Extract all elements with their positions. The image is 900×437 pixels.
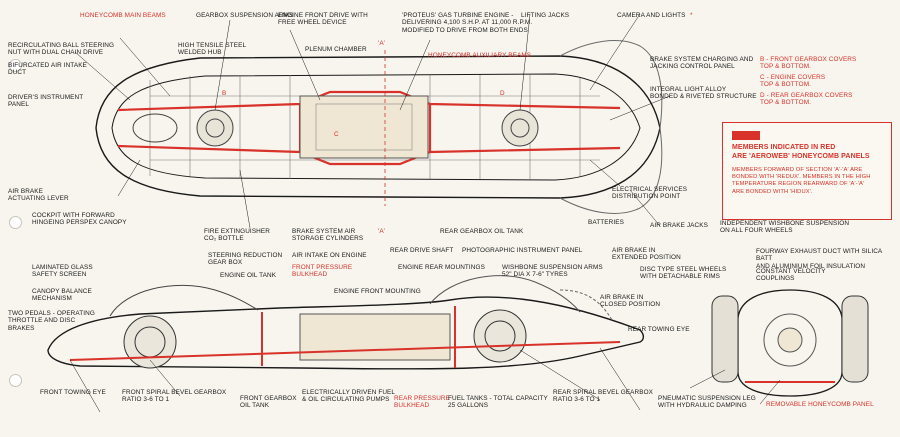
label-air-intake-engine: AIR INTAKE ON ENGINE [292, 252, 367, 259]
label-wishbone-arms: WISHBONE SUSPENSION ARMS 52" DIA x 7-6" … [502, 264, 603, 279]
end-view [711, 289, 869, 397]
label-pneumatic-suspension: PNEUMATIC SUSPENSION LEG WITH HYDRAULIC … [658, 395, 756, 410]
label-proteus-engine: 'PROTEUS' GAS TURBINE ENGINE - DELIVERIN… [402, 12, 533, 34]
label-integral-alloy: INTEGRAL LIGHT ALLOY BONDED & RIVETED ST… [650, 86, 757, 101]
label-rear-pressure-bulkhead: REAR PRESSURE BULKHEAD [394, 395, 450, 410]
label-c-engine: C [334, 131, 339, 138]
label-rear-spiral-gearbox: REAR SPIRAL BEVEL GEARBOX RATIO 3-6 TO 1 [553, 389, 654, 404]
label-air-brake-closed: AIR BRAKE IN CLOSED POSITION [600, 294, 661, 309]
label-steering-reduction: STEERING REDUCTION GEAR BOX [208, 252, 283, 267]
note-b: B - FRONT GEARBOX COVERS TOP & BOTTOM. [760, 56, 857, 71]
legend-box: MEMBERS INDICATED IN RED ARE 'AEROWEB' H… [722, 122, 892, 220]
label-canopy-balance: CANOPY BALANCE MECHANISM [32, 288, 92, 303]
binder-hole [9, 216, 22, 229]
label-honeycomb-main-beams: HONEYCOMB MAIN BEAMS [80, 12, 166, 19]
label-fuel-tanks: FUEL TANKS - TOTAL CAPACITY 25 GALLONS [448, 395, 548, 410]
label-engine-front-mounting: ENGINE FRONT MOUNTING [334, 288, 421, 295]
label-electrical-services: ELECTRICAL SERVICES DISTRIBUTION POINT [612, 186, 688, 201]
side-view [47, 275, 645, 370]
label-cockpit: COCKPIT WITH FORWARD HINGEING PERSPEX CA… [32, 212, 127, 227]
legend-body: MEMBERS FORWARD OF SECTION 'A'-'A' ARE B… [732, 167, 871, 195]
label-air-brake-lever: AIR BRAKE ACTUATING LEVER [8, 188, 69, 203]
plan-view [95, 40, 663, 214]
label-star: * [690, 12, 693, 19]
label-brake-air-cylinders: BRAKE SYSTEM AIR STORAGE CYLINDERS [292, 228, 364, 243]
label-air-brake-jacks: AIR BRAKE JACKS [650, 222, 708, 229]
label-high-tensile-hub: HIGH TENSILE STEEL WELDED HUB [178, 42, 247, 57]
label-recirculating-ball: RECIRCULATING BALL STEERING NUT WITH DUA… [8, 42, 115, 57]
label-plenum-chamber: PLENUM CHAMBER [305, 46, 367, 53]
label-section-a-top: 'A' [378, 40, 386, 47]
legend-red-swatch [732, 131, 760, 140]
label-front-gearbox-oil: FRONT GEARBOX OIL TANK [240, 395, 297, 410]
label-b-marker: B [222, 90, 227, 97]
legend-title: MEMBERS INDICATED IN RED ARE 'AEROWEB' H… [732, 144, 870, 160]
label-section-a-bottom: 'A' [378, 228, 386, 235]
label-constant-velocity: CONSTANT VELOCITY COUPLINGS [756, 268, 826, 283]
label-disc-type-wheels: DISC TYPE STEEL WHEELS WITH DETACHABLE R… [640, 266, 727, 281]
label-engine-front-drive: ENGINE FRONT DRIVE WITH FREE WHEEL DEVIC… [278, 12, 368, 27]
label-front-towing-eye: FRONT TOWING EYE [40, 389, 106, 396]
label-d-marker: D [500, 90, 505, 97]
label-drivers-panel: DRIVER'S INSTRUMENT PANEL [8, 94, 84, 109]
label-two-pedals: TWO PEDALS - OPERATING THROTTLE AND DISC… [8, 310, 95, 332]
label-camera-lights: CAMERA AND LIGHTS [617, 12, 686, 19]
label-fire-extinguisher: FIRE EXTINGUISHER CO₂ BOTTLE [204, 228, 270, 243]
label-laminated-glass: LAMINATED GLASS SAFETY SCREEN [32, 264, 93, 279]
label-bifurcated-intake: BIFURCATED AIR INTAKE DUCT [8, 62, 87, 77]
label-lifting-jacks: LIFTING JACKS [521, 12, 570, 19]
label-gearbox-suspension-arms: GEARBOX SUSPENSION ARMS [196, 12, 294, 19]
note-c: C - ENGINE COVERS TOP & BOTTOM. [760, 74, 826, 89]
label-batteries: BATTERIES [588, 219, 624, 226]
label-independent-wishbone: INDEPENDENT WISHBONE SUSPENSION ON ALL F… [720, 220, 850, 235]
label-rear-drive-shaft: REAR DRIVE SHAFT [390, 247, 454, 254]
label-photographic-panel: PHOTOGRAPHIC INSTRUMENT PANEL [462, 247, 583, 254]
label-electric-pumps: ELECTRICALLY DRIVEN FUEL & OIL CIRCULATI… [302, 389, 396, 404]
label-rear-towing-eye: REAR TOWING EYE [628, 326, 690, 333]
binder-hole [9, 374, 22, 387]
label-brake-charging: BRAKE SYSTEM CHARGING AND JACKING CONTRO… [650, 56, 754, 71]
label-engine-oil-tank: ENGINE OIL TANK [220, 272, 277, 279]
label-front-pressure-bulkhead: FRONT PRESSURE BULKHEAD [292, 264, 353, 279]
label-rear-gearbox-oil: REAR GEARBOX OIL TANK [440, 228, 524, 235]
note-d: D - REAR GEARBOX COVERS TOP & BOTTOM. [760, 92, 853, 107]
label-air-brake-extended: AIR BRAKE IN EXTENDED POSITION [612, 247, 681, 262]
label-fourway-exhaust: FOURWAY EXHAUST DUCT WITH SILICA BATT AN… [756, 248, 882, 270]
label-honeycomb-aux: HONEYCOMB AUXILIARY BEAMS [428, 52, 532, 59]
binder-hole [9, 59, 22, 72]
label-engine-rear-mountings: ENGINE REAR MOUNTINGS [398, 264, 485, 271]
label-removable-panel: REMOVABLE HONEYCOMB PANEL [766, 401, 874, 408]
label-front-spiral-gearbox: FRONT SPIRAL BEVEL GEARBOX RATIO 3-6 TO … [122, 389, 227, 404]
